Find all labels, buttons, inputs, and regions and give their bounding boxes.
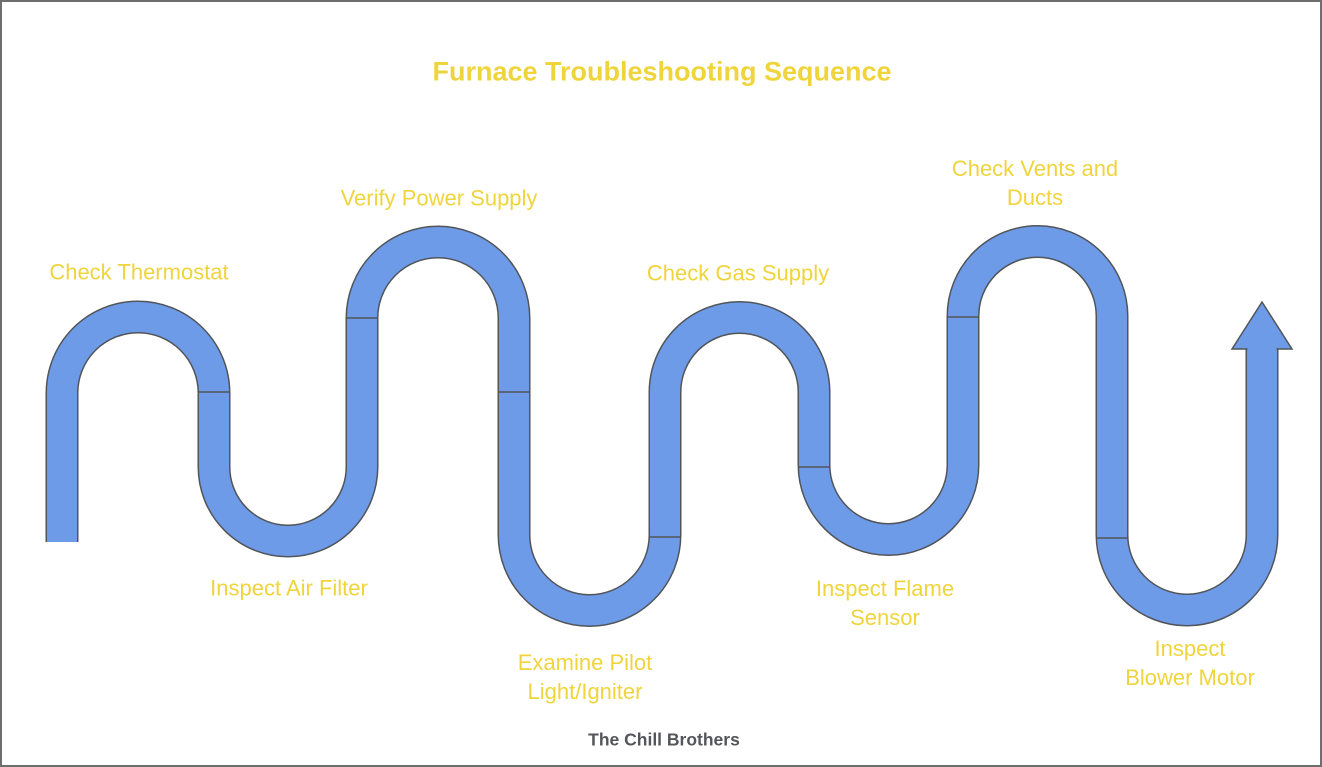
step-label-verify-power-supply: Verify Power Supply — [340, 185, 538, 211]
arrow-shaft-junction-patch — [1247, 342, 1277, 351]
step-label-check-thermostat: Check Thermostat — [49, 259, 229, 285]
footer-brand: The Chill Brothers — [588, 729, 740, 750]
step-label-inspect-blower-motor: Inspect Blower Motor — [1125, 636, 1255, 690]
sequence-path — [47, 226, 1277, 626]
flow-arrowhead-icon — [1230, 300, 1294, 350]
step-label-check-vents-and-ducts: Check Vents and Ducts — [951, 156, 1119, 210]
step-label-inspect-air-filter: Inspect Air Filter — [210, 575, 368, 601]
step-label-check-gas-supply: Check Gas Supply — [646, 260, 830, 286]
page-title: Furnace Troubleshooting Sequence — [432, 56, 892, 87]
step-label-examine-pilot-light: Examine Pilot Light/Igniter — [517, 650, 653, 704]
step-label-inspect-flame-sensor: Inspect Flame Sensor — [815, 576, 955, 630]
